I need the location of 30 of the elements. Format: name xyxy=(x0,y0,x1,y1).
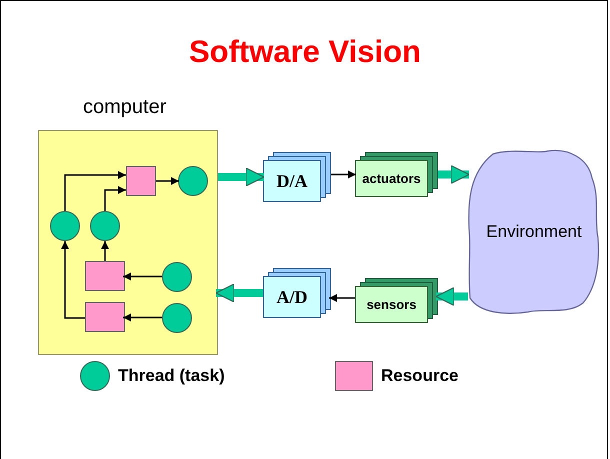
arrow xyxy=(123,314,162,322)
resource-box xyxy=(85,261,125,291)
arrow xyxy=(101,241,109,261)
computer-heading: computer xyxy=(83,95,166,119)
slide-title: Software Vision xyxy=(189,34,421,70)
environment-label: Environment xyxy=(486,220,582,243)
resource-box xyxy=(126,166,156,196)
converter-label: A/D xyxy=(276,286,308,308)
device-stack xyxy=(355,152,438,197)
converter-label: D/A xyxy=(276,170,308,192)
arrow xyxy=(123,272,162,280)
environment-cloud xyxy=(468,148,600,315)
arrow xyxy=(64,171,126,211)
arrow xyxy=(61,241,85,319)
resource-box xyxy=(85,302,125,332)
arrow xyxy=(331,170,356,178)
arrow xyxy=(329,294,355,302)
arrow xyxy=(438,164,470,184)
device-label: sensors xyxy=(366,296,416,314)
arrow xyxy=(156,177,179,185)
device-label: actuators xyxy=(362,170,421,188)
arrow xyxy=(435,286,468,306)
arrow xyxy=(215,283,263,303)
arrow xyxy=(104,186,126,211)
legend-label: Thread (task) xyxy=(118,365,225,388)
converter-stack xyxy=(263,152,331,202)
converter-stack xyxy=(263,268,331,318)
legend-label: Resource xyxy=(381,365,458,388)
device-stack xyxy=(355,278,438,323)
arrow xyxy=(218,167,265,187)
